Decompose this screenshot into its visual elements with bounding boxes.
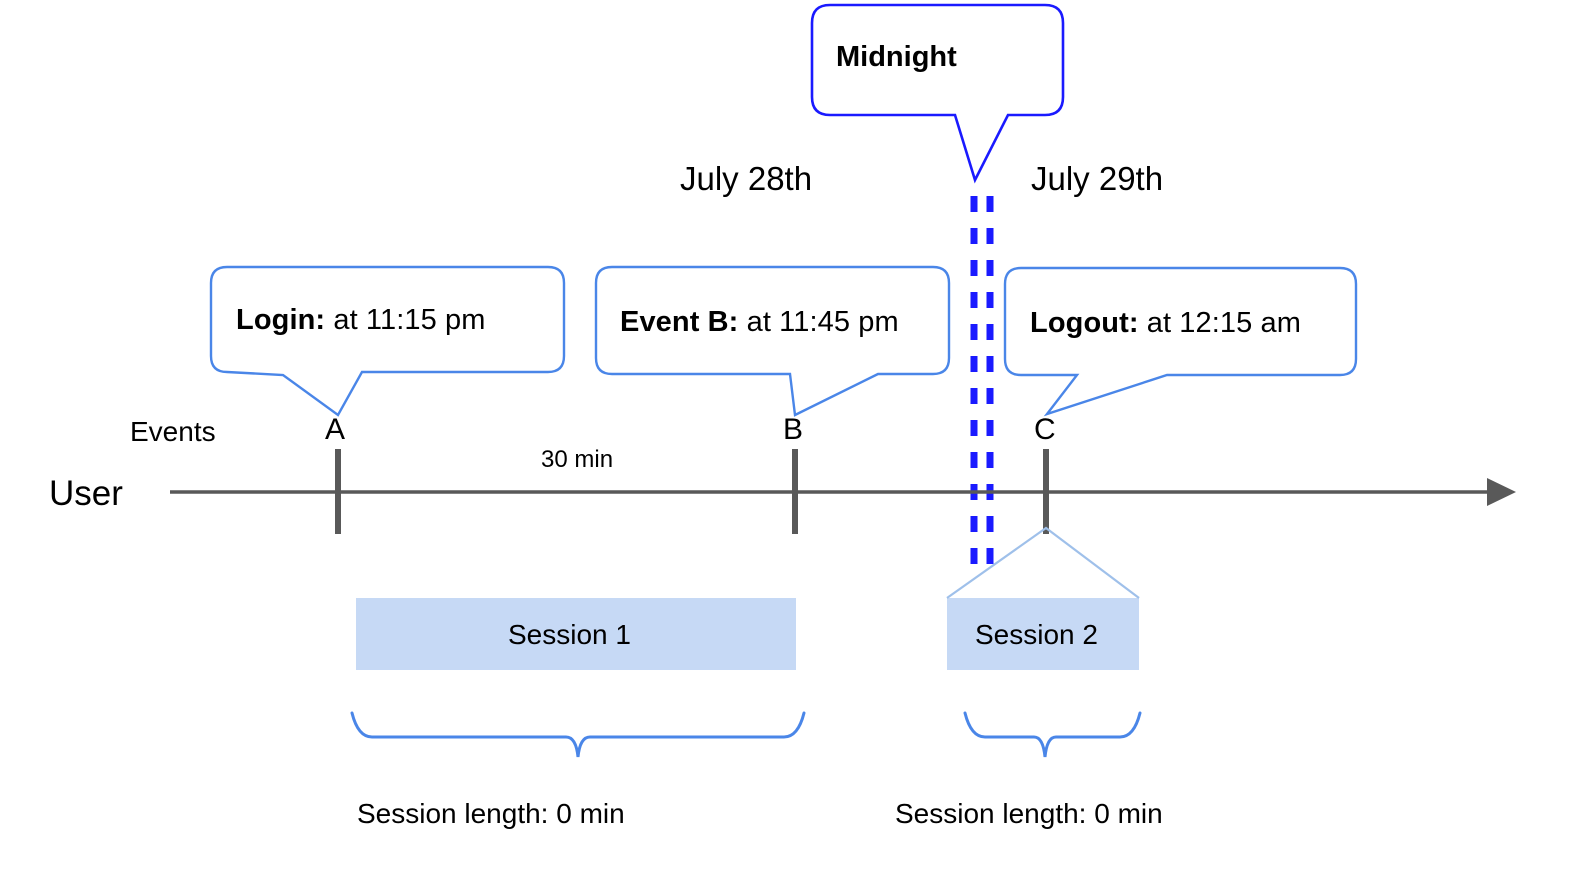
- duration-label-30-min: 30 min: [541, 446, 614, 473]
- midnight-label: Midnight: [836, 41, 957, 73]
- session-1-box: [356, 598, 796, 670]
- login-callout-text: Login: at 11:15 pm: [236, 304, 485, 337]
- login-callout-shape: [209, 265, 566, 417]
- login-callout-label: Login:: [236, 304, 334, 336]
- user-row-label: User: [49, 474, 123, 513]
- eventb-callout-shape: [594, 265, 951, 417]
- eventb-callout-text: Event B: at 11:45 pm: [620, 306, 899, 339]
- logout-callout-shape: [1003, 266, 1358, 417]
- logout-callout-label: Logout:: [1030, 307, 1147, 339]
- event-marker-label-b: B: [783, 413, 804, 446]
- session-2-length-label: Session length: 0 min: [895, 798, 1163, 829]
- logout-callout-value: at 12:15 am: [1146, 307, 1302, 339]
- session-2-box: [947, 598, 1139, 670]
- logout-callout-text: Logout: at 12:15 am: [1030, 307, 1301, 340]
- events-row-label: Events: [130, 416, 216, 447]
- event-marker-label-c: C: [1034, 413, 1056, 446]
- session-2-label: Session 2: [975, 619, 1098, 650]
- date-label-july-28: July 28th: [680, 160, 813, 197]
- eventb-callout-value: at 11:45 pm: [746, 306, 899, 338]
- session-2-pointer: [946, 526, 1140, 599]
- timeline-arrowhead: [1487, 478, 1516, 506]
- event-marker-label-a: A: [325, 413, 346, 446]
- eventb-callout-label: Event B:: [620, 306, 747, 338]
- session-2-brace: [963, 711, 1142, 758]
- date-label-july-29: July 29th: [1031, 160, 1164, 197]
- session-1-length-label: Session length: 0 min: [357, 798, 625, 829]
- session-1-brace: [350, 711, 806, 758]
- login-callout-value: at 11:15 pm: [333, 304, 486, 336]
- midnight-callout-shape: [810, 3, 1065, 184]
- session-1-label: Session 1: [508, 619, 631, 650]
